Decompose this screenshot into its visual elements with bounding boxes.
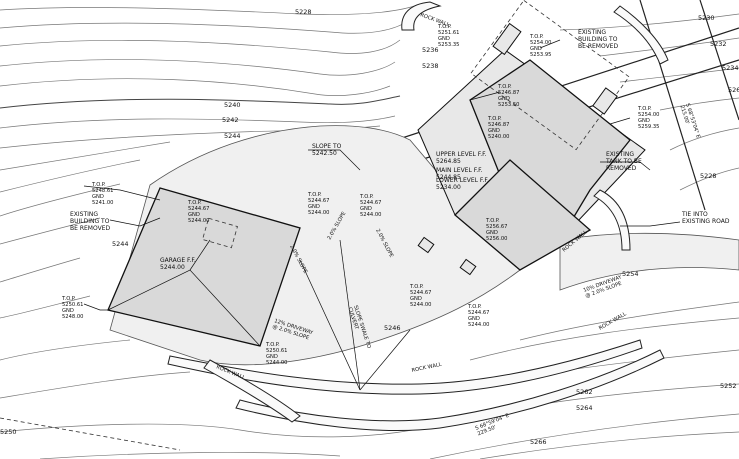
rock-wall-label: ROCK WALL — [411, 362, 442, 374]
contour-label: 5264 — [728, 86, 739, 94]
contour-label: 5230 — [698, 14, 715, 22]
contour-label: 5234 — [722, 64, 739, 72]
upper-level-label: UPPER LEVEL F.F.5264.85 — [436, 151, 487, 165]
contour-label-group: 5228 5230 5232 5234 5236 5238 5240 5242 … — [0, 8, 739, 446]
contour-label: 5228 — [295, 8, 312, 16]
contour-label: 5236 — [422, 46, 439, 54]
contour-label: 5264 — [576, 404, 593, 412]
garage-building — [107, 187, 301, 347]
contour-label: 5246 — [384, 324, 401, 332]
contour-label: 5240 — [224, 101, 241, 109]
lower-level-label: LOWER LEVEL F.F.5234.00 — [436, 177, 489, 191]
contour-label: 5266 — [530, 438, 547, 446]
main-level-label: MAIN LEVEL F.F.5244.85 — [436, 167, 483, 181]
contour-label: 5238 — [422, 62, 439, 70]
contour-label: 5254 — [622, 270, 639, 278]
contour-label: 5228 — [700, 172, 717, 180]
contour-label: 5262 — [576, 388, 593, 396]
contour-lines — [0, 3, 739, 459]
rock-walls — [167, 1, 669, 432]
leader-lines — [83, 39, 681, 391]
garage-ff-label: GARAGE F.F.5244.00 — [160, 257, 196, 271]
contour-label: 5252 — [720, 382, 737, 390]
contour-label: 5232 — [710, 40, 727, 48]
rock-wall-label: ROCK WALL — [598, 311, 628, 332]
contour-label: 5244 — [224, 132, 241, 140]
contour-label: 5242 — [222, 116, 239, 124]
contour-label: 5250 — [0, 428, 17, 436]
rock-wall-label: ROCK WALL — [419, 12, 450, 28]
contour-label: 5244 — [112, 240, 129, 248]
main-house — [417, 0, 646, 276]
